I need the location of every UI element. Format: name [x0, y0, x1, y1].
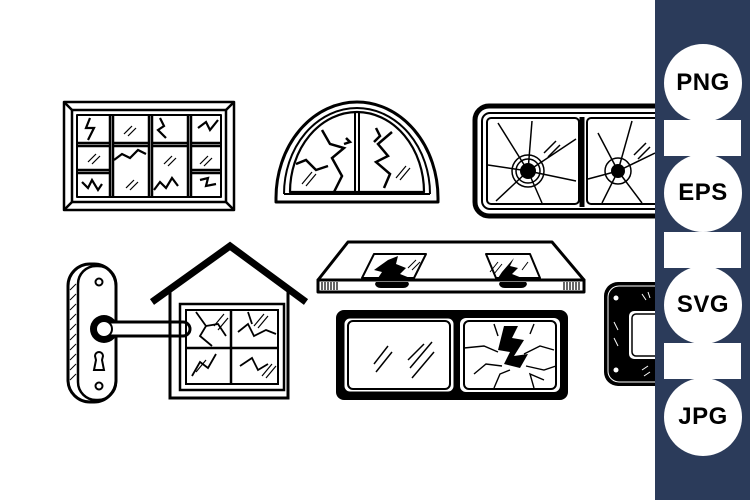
format-label: PNG [676, 69, 730, 96]
file-format-sidebar: PNG EPS SVG JPG [655, 0, 750, 500]
format-divider [664, 120, 741, 156]
car-windshield-broken-icon [316, 240, 586, 294]
dark-frame-window-icon [604, 282, 655, 386]
format-divider [664, 343, 741, 379]
format-badge-jpg: JPG [664, 378, 742, 456]
format-label: JPG [678, 403, 728, 430]
format-divider [664, 232, 741, 268]
double-pane-window-icon [336, 310, 568, 400]
door-handle-icon [66, 262, 192, 404]
arched-broken-window-icon [274, 100, 440, 204]
format-badge-svg: SVG [664, 266, 742, 344]
format-label: EPS [678, 179, 728, 206]
format-badge-png: PNG [664, 44, 742, 122]
bullet-hole-window-icon [472, 103, 655, 219]
house-broken-window-icon [149, 241, 309, 400]
format-badge-eps: EPS [664, 154, 742, 232]
format-label: SVG [676, 291, 730, 318]
rectangular-broken-window-icon [62, 100, 236, 212]
